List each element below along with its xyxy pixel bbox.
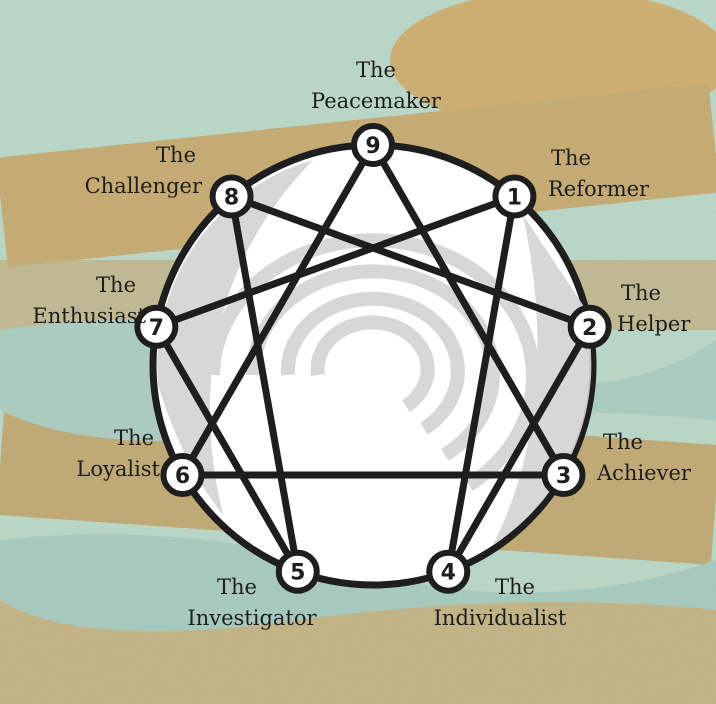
point-number-7: 7 [149,316,164,341]
point-node-6: 6 [163,456,201,494]
point-number-3: 3 [556,464,571,489]
point-number-1: 1 [507,185,522,210]
point-node-9: 9 [354,126,392,164]
point-number-8: 8 [224,185,239,210]
point-number-9: 9 [365,134,380,159]
point-number-6: 6 [175,464,190,489]
point-node-1: 1 [495,177,533,215]
point-node-2: 2 [571,308,609,346]
point-node-8: 8 [213,177,251,215]
point-node-3: 3 [545,456,583,494]
point-number-2: 2 [582,316,597,341]
